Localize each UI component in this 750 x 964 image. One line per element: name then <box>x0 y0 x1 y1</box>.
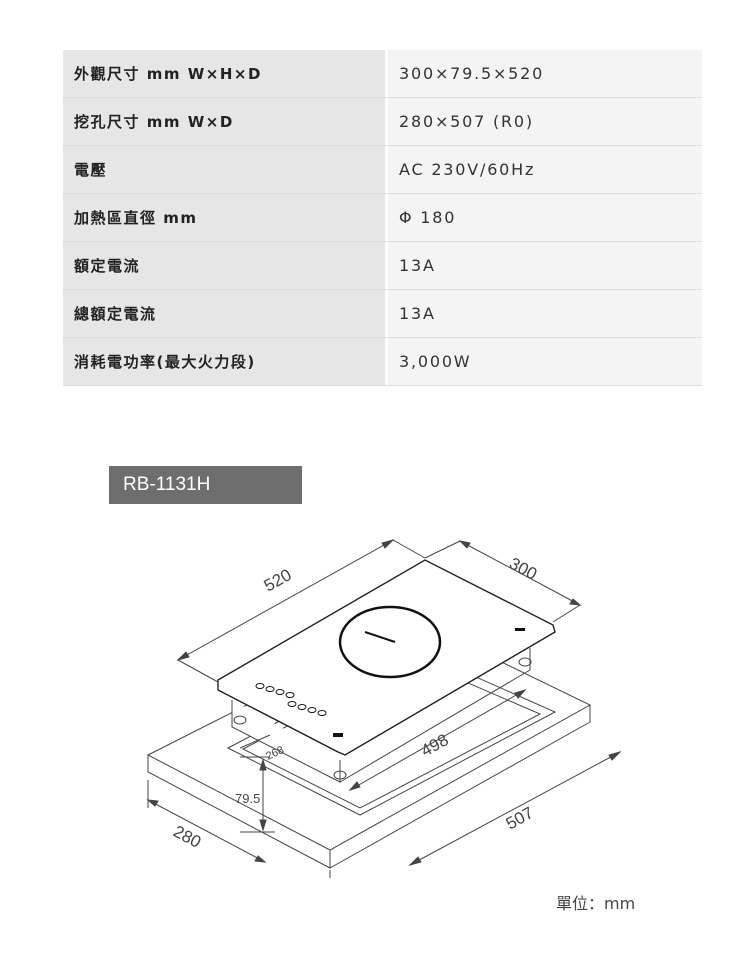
spec-row: 外觀尺寸 mm W×H×D 300×79.5×520 <box>63 50 702 98</box>
spec-label: 加熱區直徑 mm <box>63 194 385 241</box>
unit-label: 單位：mm <box>556 894 636 913</box>
spec-row: 挖孔尺寸 mm W×D 280×507 (R0) <box>63 98 702 146</box>
spec-label: 外觀尺寸 mm W×H×D <box>63 50 385 97</box>
spec-label: 挖孔尺寸 mm W×D <box>63 98 385 145</box>
dim-79_5-label: 79.5 <box>235 791 260 806</box>
spec-row: 消耗電功率(最大火力段) 3,000W <box>63 338 702 386</box>
spec-row: 額定電流 13A <box>63 242 702 290</box>
spec-value: 300×79.5×520 <box>388 50 702 97</box>
spec-label: 額定電流 <box>63 242 385 289</box>
spec-label: 電壓 <box>63 146 385 193</box>
spec-value: 280×507 (R0) <box>388 98 702 145</box>
spec-table: 外觀尺寸 mm W×H×D 300×79.5×520 挖孔尺寸 mm W×D 2… <box>63 50 702 386</box>
dim-300-label: 300 <box>506 554 540 584</box>
spec-value: AC 230V/60Hz <box>388 146 702 193</box>
model-label: RB-1131H <box>109 466 302 504</box>
spec-value: Φ 180 <box>388 194 702 241</box>
dim-280-label: 280 <box>170 822 204 852</box>
spec-label: 總額定電流 <box>63 290 385 337</box>
spec-value: 13A <box>388 242 702 289</box>
dim-520-label: 520 <box>261 565 295 595</box>
spec-value: 3,000W <box>388 338 702 385</box>
spec-row: 電壓 AC 230V/60Hz <box>63 146 702 194</box>
spec-row: 總額定電流 13A <box>63 290 702 338</box>
spec-label: 消耗電功率(最大火力段) <box>63 338 385 385</box>
spec-row: 加熱區直徑 mm Φ 180 <box>63 194 702 242</box>
spec-value: 13A <box>388 290 702 337</box>
dim-507-label: 507 <box>503 803 537 833</box>
